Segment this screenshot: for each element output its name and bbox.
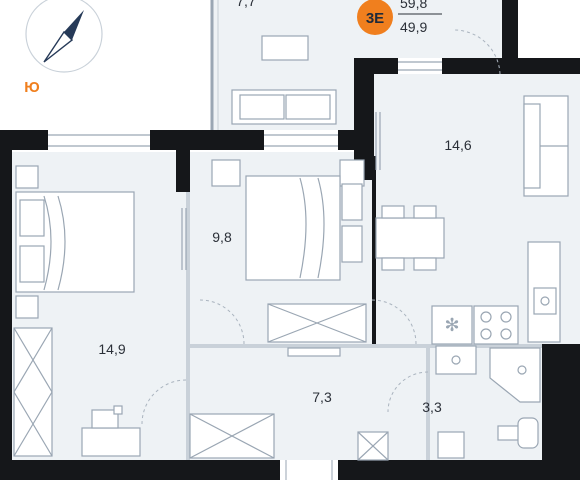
shower	[489, 347, 541, 403]
hall: 7,3	[189, 299, 429, 461]
nightstand-middle-2	[339, 159, 365, 187]
window-middle-bedroom	[264, 130, 338, 150]
door-swing-left	[141, 379, 187, 425]
door-swing-balcony	[453, 29, 501, 75]
total-area: 59,8	[400, 0, 427, 11]
kitchen-table	[375, 205, 445, 271]
double-bed-left	[15, 191, 135, 293]
windows	[48, 58, 442, 150]
balcony-area-label: 7,7	[236, 0, 256, 9]
bath-cabinet	[437, 431, 465, 459]
bedroom-left: 14,9	[13, 165, 187, 457]
svg-text:✻: ✻	[444, 315, 459, 336]
window-kitchen-top	[398, 58, 442, 74]
entrance	[285, 460, 333, 480]
balcony-door	[375, 112, 381, 170]
wardrobe-middle	[267, 303, 367, 343]
bedroom-middle: 9,8	[181, 159, 367, 345]
compass: Ю	[24, 0, 103, 96]
compass-icon	[25, 0, 103, 73]
room-area-bedroom-left: 14,9	[98, 341, 125, 357]
stove	[473, 305, 519, 345]
badge-code: 3E	[366, 10, 384, 27]
nightstand-left-1	[15, 165, 39, 189]
living-area: 49,9	[400, 19, 427, 35]
badge-circle	[357, 0, 393, 35]
compass-needle-south	[43, 30, 74, 63]
sofa-kitchen	[523, 95, 569, 197]
window-left-bedroom	[48, 130, 150, 150]
compass-needle-north	[64, 10, 84, 40]
room-area-bathroom: 3,3	[422, 399, 442, 415]
apartment-badge: 3E 59,8 49,9	[357, 0, 442, 35]
bathroom: 3,3	[422, 345, 541, 459]
toilet	[497, 417, 539, 449]
hall-wardrobe	[189, 413, 275, 459]
room-area-bedroom-middle: 9,8	[212, 229, 232, 245]
wardrobe-left	[13, 327, 53, 457]
kitchen-living: ✻ 14,6	[375, 29, 569, 345]
nightstand-middle-1	[211, 159, 241, 187]
door-swing-hall-kitchen	[371, 299, 417, 345]
double-bed-middle	[245, 175, 363, 281]
balcony: 7,7	[210, 0, 337, 132]
room-area-kitchen-living: 14,6	[444, 137, 471, 153]
washer	[357, 431, 389, 461]
hall-shelf	[287, 347, 341, 357]
room-area-hall: 7,3	[312, 389, 332, 405]
sink-kitchen	[533, 287, 557, 315]
desk-left	[81, 405, 141, 457]
door-left-edge	[181, 208, 187, 270]
balcony-sofa	[231, 89, 337, 125]
bathroom-sink	[435, 345, 477, 375]
nightstand-left-2	[15, 295, 39, 319]
door-swing-middle	[199, 299, 245, 345]
compass-south-label: Ю	[24, 79, 39, 96]
fridge: ✻	[431, 305, 473, 345]
door-swing-hall-bath	[387, 371, 429, 413]
balcony-table	[261, 35, 309, 61]
